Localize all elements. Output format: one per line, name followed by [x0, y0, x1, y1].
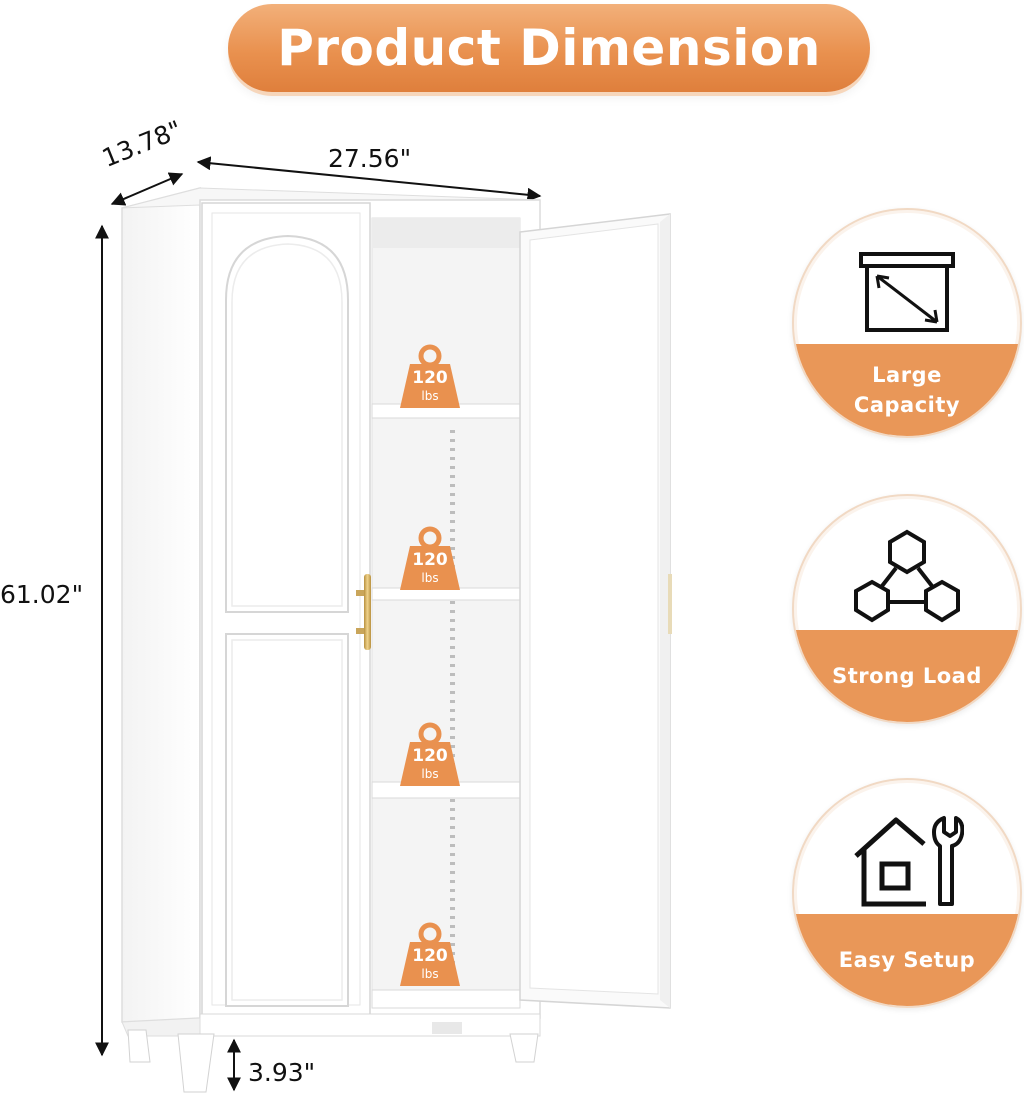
weight-tag: 120 lbs: [398, 526, 462, 592]
height-label: 61.02": [0, 580, 84, 609]
pin-hole: [450, 511, 455, 514]
pin-hole: [450, 439, 455, 442]
cabinet-interior: [371, 217, 521, 1009]
pin-hole: [450, 745, 455, 748]
feature-label: Large Capacity: [853, 363, 961, 417]
feature-band: Easy Setup: [794, 914, 1020, 1006]
pin-hole: [450, 475, 455, 478]
cabinet-bottom-shelf: [371, 989, 521, 1009]
pin-hole: [450, 520, 455, 523]
pin-hole: [450, 466, 455, 469]
depth-dimension-line: [110, 172, 184, 206]
pin-hole: [450, 457, 455, 460]
pin-hole: [450, 538, 455, 541]
cabinet-base: [199, 1013, 541, 1037]
leg: [509, 1033, 539, 1063]
weight-tag: 120 lbs: [398, 922, 462, 988]
box-dimension-icon: [859, 252, 955, 332]
pin-hole: [450, 934, 455, 937]
pin-hole: [450, 871, 455, 874]
pin-hole: [450, 691, 455, 694]
feature-label: Easy Setup: [838, 948, 976, 972]
weight-value: 120: [412, 368, 448, 388]
weight-tag: 120 lbs: [398, 722, 462, 788]
pin-hole: [450, 799, 455, 802]
pin-hole: [450, 655, 455, 658]
weight-unit: lbs: [421, 389, 439, 403]
weight-tag: 120 lbs: [398, 344, 462, 410]
pin-hole: [450, 709, 455, 712]
pin-hole: [450, 601, 455, 604]
weight-value: 120: [412, 550, 448, 570]
leg-height-label: 3.93": [248, 1058, 316, 1087]
hexagon-network-icon: [854, 529, 960, 623]
weight-value: 120: [412, 946, 448, 966]
pin-hole: [450, 916, 455, 919]
pin-hole: [450, 943, 455, 946]
pin-hole: [450, 817, 455, 820]
cabinet-illustration: [95, 156, 672, 1093]
weight-value: 120: [412, 746, 448, 766]
pin-hole: [450, 736, 455, 739]
pin-hole: [450, 889, 455, 892]
pin-hole: [450, 700, 455, 703]
pin-hole: [450, 826, 455, 829]
feature-label: Strong Load: [832, 664, 982, 688]
pin-hole: [450, 835, 455, 838]
pin-hole: [450, 502, 455, 505]
weight-icon: [400, 722, 460, 786]
pin-hole: [450, 430, 455, 433]
pin-hole: [450, 925, 455, 928]
feature-easy-setup: Easy Setup: [792, 778, 1022, 1008]
title-banner: Product Dimension: [228, 4, 870, 92]
weight-unit: lbs: [421, 967, 439, 981]
pin-hole: [450, 610, 455, 613]
width-dimension-line: [196, 156, 542, 202]
pin-hole: [450, 880, 455, 883]
pin-hole: [450, 664, 455, 667]
pin-hole: [450, 853, 455, 856]
pin-hole: [450, 646, 455, 649]
door-handle: [364, 574, 371, 650]
weight-unit: lbs: [421, 767, 439, 781]
house-wrench-icon: [854, 816, 964, 907]
pin-hole: [450, 493, 455, 496]
pin-hole: [450, 619, 455, 622]
weight-icon: [400, 922, 460, 986]
weight-icon: [400, 526, 460, 590]
leg: [177, 1033, 215, 1093]
door-lower-panel: [225, 633, 349, 1007]
pin-hole: [450, 718, 455, 721]
feature-large-capacity: Large Capacity: [792, 208, 1022, 438]
feature-band: Large Capacity: [794, 344, 1020, 436]
leg: [127, 1029, 151, 1063]
width-label: 27.56": [328, 144, 412, 173]
pin-hole: [450, 628, 455, 631]
pin-hole: [450, 673, 455, 676]
pin-hole: [450, 844, 455, 847]
pin-hole: [450, 529, 455, 532]
pin-hole: [450, 682, 455, 685]
pin-hole: [450, 907, 455, 910]
pin-hole: [450, 727, 455, 730]
pin-hole: [450, 448, 455, 451]
weight-unit: lbs: [421, 571, 439, 585]
pin-hole: [450, 808, 455, 811]
feature-strong-load: Strong Load: [792, 494, 1022, 724]
page-title: Product Dimension: [277, 19, 821, 77]
door-arch-panel: [225, 234, 349, 613]
feature-band: Strong Load: [794, 630, 1020, 722]
pin-hole: [450, 898, 455, 901]
pin-hole: [450, 484, 455, 487]
cabinet-side: [121, 187, 201, 1023]
pin-hole: [450, 547, 455, 550]
pin-hole: [450, 862, 455, 865]
weight-icon: [400, 344, 460, 408]
pin-hole: [450, 637, 455, 640]
